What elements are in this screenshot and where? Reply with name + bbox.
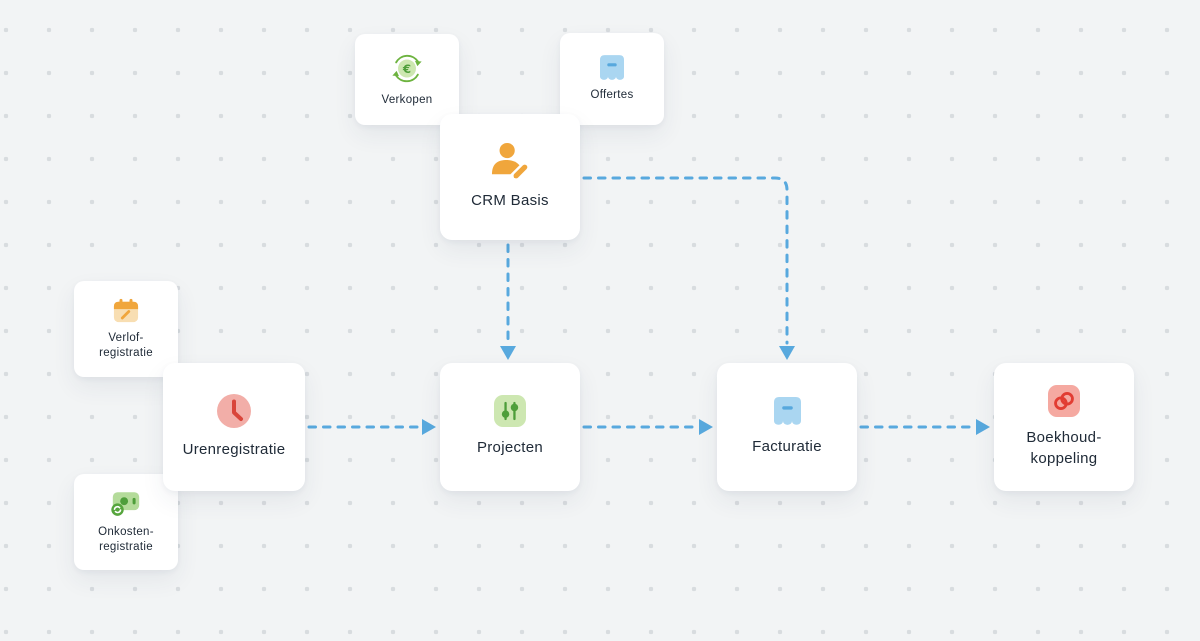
node-offertes[interactable]: Offertes	[560, 33, 664, 125]
crm-user-edit-icon	[491, 143, 529, 181]
node-verlof[interactable]: Verlof- registratie	[74, 281, 178, 377]
node-urenregistratie[interactable]: Urenregistratie	[163, 363, 305, 491]
node-boekhoudkoppeling[interactable]: Boekhoud- koppeling	[994, 363, 1134, 491]
quote-receipt-icon	[600, 55, 624, 80]
node-label: Verkopen	[381, 93, 433, 106]
node-verkopen[interactable]: € Verkopen	[355, 34, 459, 125]
time-clock-icon	[217, 394, 251, 429]
node-label: Onkosten- registratie	[98, 526, 154, 553]
connector-uren-to-projecten	[307, 419, 436, 435]
node-label: Verlof- registratie	[99, 331, 153, 359]
leave-calendar-icon	[113, 298, 139, 322]
connector-facturatie-to-boekhoud	[859, 419, 990, 435]
node-label: Urenregistratie	[182, 441, 286, 459]
connector-projecten-to-facturatie	[582, 419, 713, 435]
node-crm-basis[interactable]: CRM Basis	[440, 114, 580, 240]
connector-crm-to-projecten	[500, 243, 516, 360]
accounting-link-icon	[1048, 385, 1080, 418]
node-onkosten[interactable]: Onkosten- registratie	[74, 474, 178, 570]
node-label: Projecten	[476, 439, 544, 457]
project-sliders-icon	[494, 395, 526, 428]
node-label: Offertes	[590, 89, 634, 102]
invoice-receipt-icon	[773, 396, 801, 425]
connector-crm-to-facturatie	[582, 176, 795, 360]
node-projecten[interactable]: Projecten	[440, 363, 580, 491]
expense-money-icon	[111, 492, 140, 516]
sales-euro-cycle-icon: €	[392, 54, 422, 82]
node-label: Facturatie	[752, 437, 822, 455]
node-label: CRM Basis	[471, 192, 549, 210]
node-label: Boekhoud- koppeling	[1026, 429, 1102, 467]
svg-text:€: €	[402, 61, 411, 75]
node-facturatie[interactable]: Facturatie	[717, 363, 857, 491]
